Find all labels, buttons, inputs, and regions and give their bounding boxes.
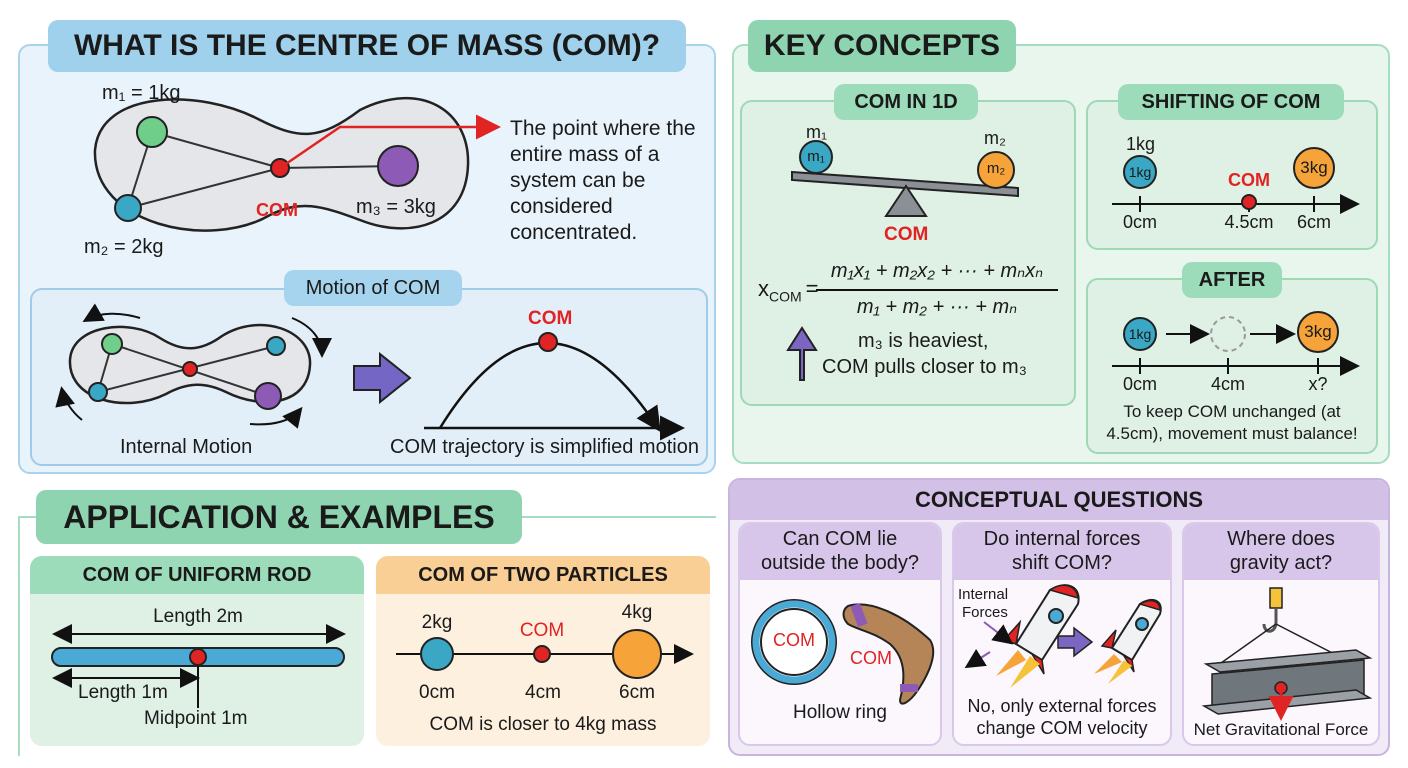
q2-answer-1: No, only external forces [967, 696, 1157, 716]
q2-header [954, 524, 1170, 580]
mass-m1 [136, 116, 168, 148]
two-right-mass: 4kg [621, 602, 653, 623]
formula-equals: = [805, 276, 819, 301]
rod-length-half: Length 1m [78, 682, 168, 703]
hollow-ring-caption: Hollow ring [793, 702, 887, 723]
header-what-is-com: WHAT IS THE CENTRE OF MASS (COM)? [48, 20, 686, 72]
header-shifting: SHIFTING OF COM [1118, 84, 1344, 120]
definition-line: system can be [510, 169, 646, 192]
transition-arrow-icon [353, 351, 412, 405]
formula-lhs: xCOM= [758, 276, 819, 304]
header-application: APPLICATION & EXAMPLES [36, 490, 522, 544]
q1-header [740, 524, 940, 580]
header-two-particles: COM OF TWO PARTICLES [376, 556, 710, 594]
seesaw-m2-inner: m₂ [986, 160, 1006, 177]
after-right-mass-inner: 3kg [1304, 322, 1332, 341]
boomerang [842, 603, 935, 705]
definition-line: The point where the [510, 117, 696, 140]
two-tick-1: 4cm [525, 682, 561, 703]
formula-numerator: m₁x₁ + m₂x₂ + ··· + mₙxₙ [830, 260, 1044, 282]
definition-line: entire mass of a [510, 143, 660, 166]
label-com-top: COM [528, 308, 573, 329]
definition-text: The point where the entire mass of a sys… [510, 116, 696, 246]
formula-lhs-sub: COM [769, 288, 802, 305]
shift-com-label: COM [1228, 170, 1270, 190]
two-com-label: COM [519, 620, 565, 641]
internal-forces-label-1: Internal [958, 586, 1009, 603]
internal-motion-caption: Internal Motion [120, 436, 253, 458]
heaviest-note-1: m₃ is heaviest, [858, 330, 989, 352]
q2-line1: Do internal forces [983, 528, 1141, 550]
com-trajectory [438, 341, 661, 433]
heaviest-note-2: COM pulls closer to m₃ [822, 356, 1027, 378]
after-note-2: 4.5cm), movement must balance! [1106, 424, 1358, 443]
header-com-1d: COM IN 1D [834, 84, 978, 120]
definition-arrow [279, 114, 501, 170]
definition-line: concentrated. [510, 221, 638, 244]
rocket-right-icon [1094, 598, 1162, 684]
label-com: COM [256, 200, 298, 220]
fulcrum [884, 184, 928, 217]
i-beam [1203, 649, 1373, 673]
label-m1: m₁ = 1kg [102, 82, 181, 104]
internal-forces-label-2: Forces [962, 604, 1008, 621]
mass-m3 [377, 145, 419, 187]
shift-tick-2: 6cm [1296, 212, 1331, 232]
rod-midpoint [189, 648, 207, 666]
q3-header [1184, 524, 1378, 580]
label-m2: m₂ = 2kg [84, 236, 164, 258]
after-tick-1: 4cm [1210, 374, 1245, 394]
trajectory-caption: COM trajectory is simplified motion [390, 436, 699, 458]
two-tick-2: 6cm [619, 682, 655, 703]
header-key-concepts: KEY CONCEPTS [748, 20, 1016, 72]
definition-line: considered [510, 195, 613, 218]
header-conceptual-questions: CONCEPTUAL QUESTIONS [730, 480, 1388, 520]
after-note-1: To keep COM unchanged (at [1123, 402, 1341, 421]
q1-line2: outside the body? [761, 552, 919, 574]
up-arrow-icon [786, 326, 818, 381]
panel-com-1d [740, 100, 1076, 406]
after-tick-0: 0cm [1122, 374, 1157, 394]
header-motion-of-com: Motion of COM [284, 270, 462, 306]
shift-tick-1: 4.5cm [1224, 212, 1274, 232]
app-divider-left [18, 516, 20, 756]
hollow-ring [751, 599, 837, 685]
ring-com-label: COM [773, 630, 815, 650]
seesaw-com-label: COM [884, 224, 929, 245]
shift-left-mass-label: 1kg [1126, 134, 1156, 154]
rod-length-full: Length 2m [153, 606, 243, 627]
shift-right-mass-inner: 3kg [1300, 158, 1328, 177]
two-tick-0: 0cm [419, 682, 455, 703]
seesaw-beam [791, 170, 1019, 198]
after-tick-2: x? [1308, 374, 1328, 394]
header-uniform-rod: COM OF UNIFORM ROD [30, 556, 364, 594]
shift-left-mass-inner: 1kg [1128, 164, 1152, 180]
rocket-transition-arrow [1057, 626, 1094, 658]
seesaw-m1-inner: m₁ [807, 148, 825, 165]
boomerang-com-label: COM [850, 648, 892, 668]
shift-tick-0: 0cm [1122, 212, 1157, 232]
mass-m2 [114, 194, 142, 222]
two-note: COM is closer to 4kg mass [429, 714, 657, 735]
formula-denominator: m₁ + m₂ + ··· + mₙ [856, 296, 1018, 318]
q2-line2: shift COM? [1011, 552, 1113, 574]
seesaw-m1-label: m₁ [806, 122, 828, 142]
header-after: AFTER [1182, 262, 1282, 298]
two-left-mass: 2kg [421, 612, 453, 633]
rod-midpoint-label: Midpoint 1m [144, 708, 248, 729]
rocket-left-icon [996, 584, 1080, 688]
q3-line1: Where does [1227, 528, 1335, 550]
label-m3: m₃ = 3kg [356, 196, 436, 218]
q1-line1: Can COM lie [782, 528, 898, 550]
after-left-mass-inner: 1kg [1128, 326, 1152, 342]
q2-answer-2: change COM velocity [976, 718, 1148, 738]
gravity-caption: Net Gravitational Force [1193, 720, 1369, 739]
seesaw-m2-label: m₂ [984, 128, 1006, 148]
formula-lhs-x: x [758, 276, 769, 301]
q3-line2: gravity act? [1229, 552, 1333, 574]
